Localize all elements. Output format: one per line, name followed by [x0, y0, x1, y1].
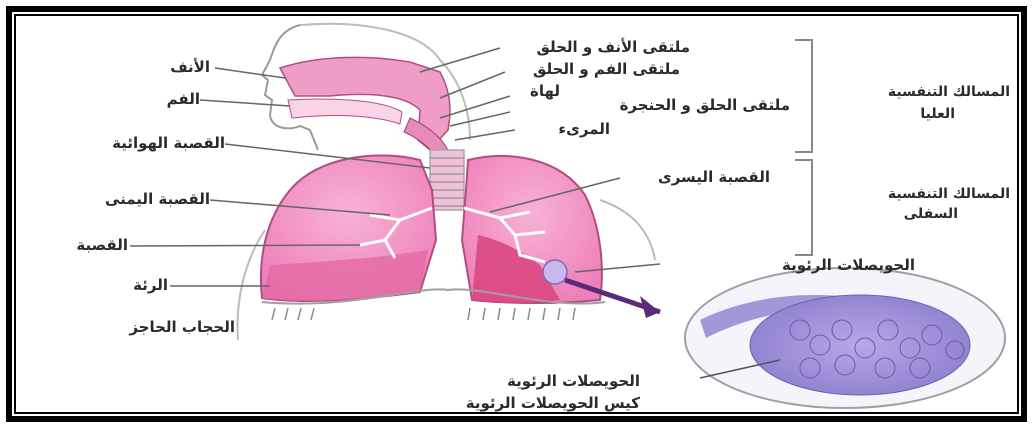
label-alveoli-right: الحويصلات الرئوية	[782, 256, 915, 274]
alveolar-cluster	[750, 295, 970, 395]
label-lower-airways-1: المسالك التنفسية	[888, 186, 1010, 202]
body-outline-right	[600, 200, 655, 260]
zoom-arrow-head	[640, 296, 660, 318]
label-nose: الأنف	[170, 58, 210, 76]
label-upper-airways-1: المسالك التنفسية	[888, 84, 1010, 100]
label-upper-airways-2: العليا	[920, 106, 955, 122]
label-lung: الرئة	[133, 276, 168, 294]
upper-airways-bracket	[795, 40, 812, 152]
label-alveolar-sac: كيس الحويصلات الرئوية	[466, 394, 641, 412]
label-bronchiole: القصبة	[76, 236, 128, 254]
label-esophagus: المرىء	[558, 120, 610, 138]
label-lower-airways-2: السفلى	[904, 206, 958, 222]
label-epiglottis: لهاة	[530, 82, 560, 100]
label-mouth: الفم	[167, 90, 200, 108]
label-left-bronchus: القصبة اليسرى	[658, 168, 770, 186]
label-diaphragm: الحجاب الحاجز	[128, 318, 235, 336]
mouth-cavity	[288, 99, 402, 124]
label-pharynx-larynx: ملتقى الحلق و الحنجرة	[620, 96, 790, 114]
label-right-bronchus: القصبة اليمنى	[105, 190, 210, 208]
lower-airways-bracket	[795, 160, 812, 255]
label-nose-pharynx: ملتقى الأنف و الحلق	[536, 38, 690, 56]
trachea-tube	[430, 150, 464, 210]
label-alveoli-bottom: الحويصلات الرئوية	[507, 372, 640, 390]
alveoli-sample	[543, 260, 567, 284]
label-mouth-pharynx: ملتقى الفم و الحلق	[533, 60, 680, 78]
diaphragm-hatching	[272, 308, 575, 320]
label-trachea: القصبة الهوائية	[112, 134, 225, 152]
